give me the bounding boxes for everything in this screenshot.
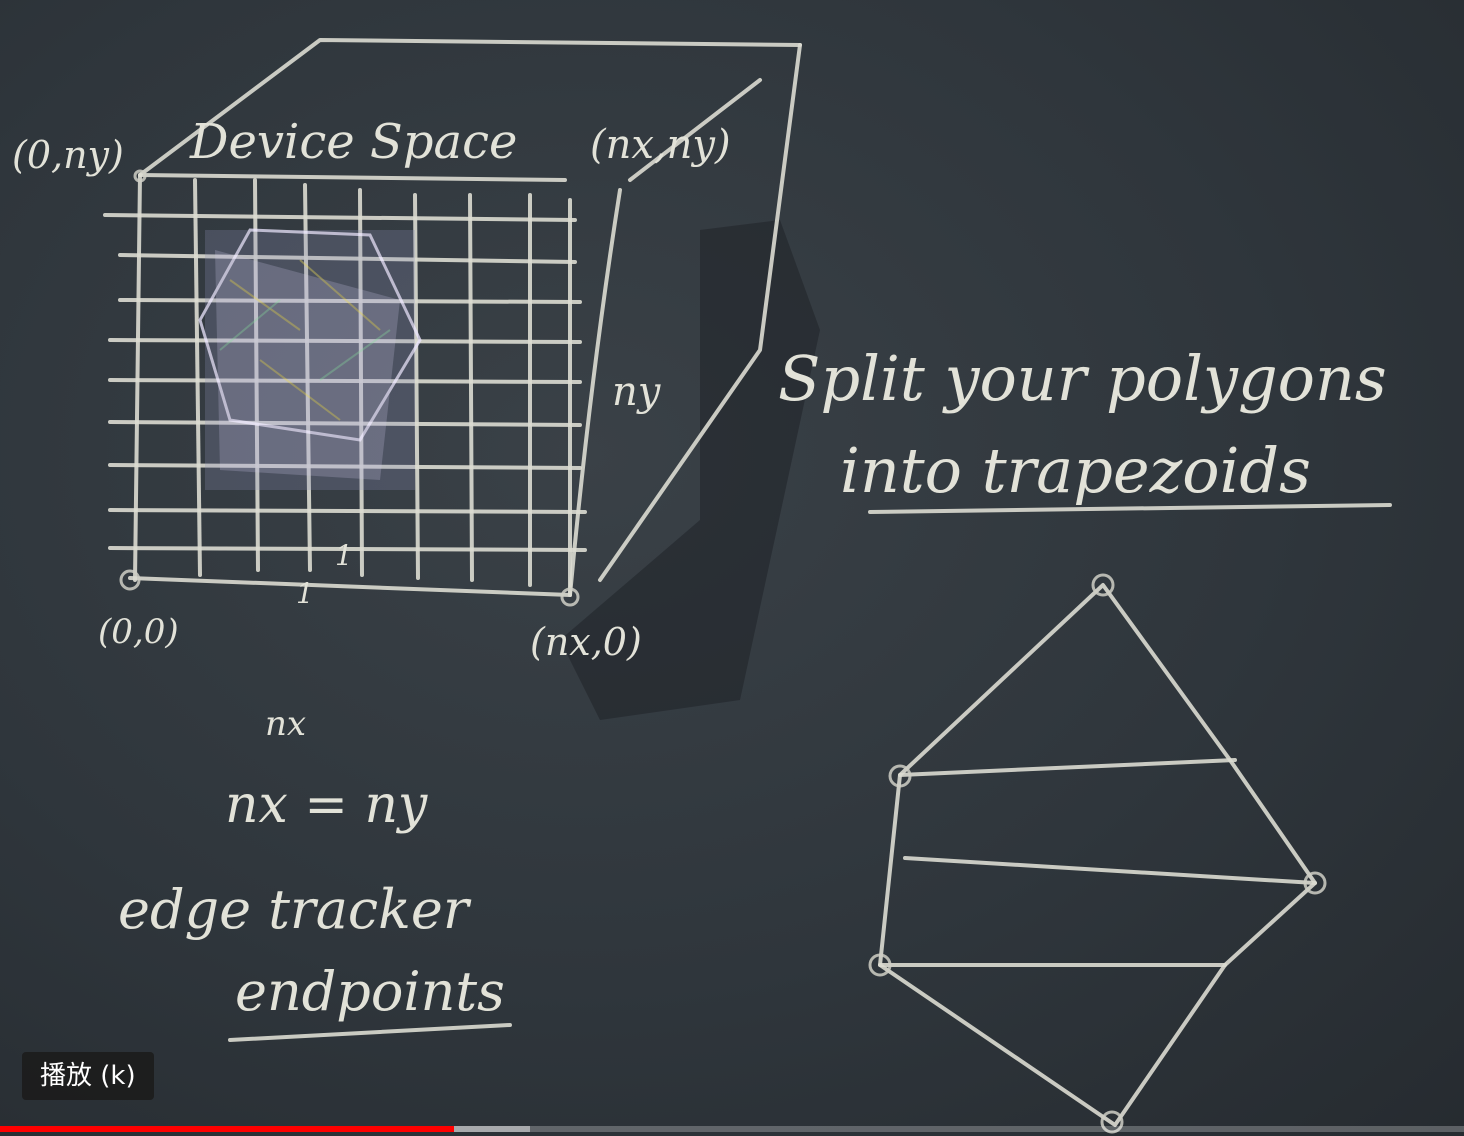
box-top-edge: [138, 38, 802, 177]
vertex-top: [1091, 573, 1115, 597]
play-tooltip: 播放 (k): [22, 1052, 154, 1100]
grid-row-5: [108, 378, 582, 384]
progress-played: [0, 1126, 454, 1132]
progress-bar[interactable]: [0, 1126, 1464, 1132]
vertex-right: [1303, 871, 1327, 895]
corner-point-top-left: [133, 169, 147, 183]
device-grid: [103, 173, 587, 597]
box-back-diagonal: [628, 78, 762, 182]
axis-tick-y: 1: [335, 539, 353, 572]
note-line-2: endpoints: [235, 960, 505, 1023]
vertex-left-upper: [888, 764, 912, 788]
corner-label-top-left: (0,ny): [12, 133, 124, 177]
corner-label-bottom-left: (0,0): [98, 612, 179, 652]
box-side-curve: [568, 188, 622, 597]
heading-underline: [868, 503, 1392, 514]
vertex-left-lower: [868, 953, 892, 977]
board-title: Device Space: [189, 114, 517, 170]
note-underline: [228, 1023, 512, 1042]
corner-label-bottom-right: (nx,0): [530, 620, 642, 664]
trapezoid-diagram: [868, 573, 1327, 1134]
heading-line-2: into trapezoids: [840, 434, 1311, 507]
origin-point: [119, 569, 141, 591]
axis-tick-x: 1: [296, 577, 314, 610]
label-nx: nx: [265, 704, 306, 744]
vertex-bottom: [1100, 1110, 1124, 1134]
rasterized-polygon: [198, 228, 422, 490]
note-line-1: edge tracker: [118, 878, 472, 941]
corner-label-top-right: (nx,ny): [590, 122, 731, 168]
heading-line-1: Split your polygons: [778, 342, 1387, 415]
corner-point-bottom-right: [560, 587, 580, 607]
box-right-edge: [598, 43, 802, 582]
side-label-ny: ny: [612, 369, 662, 415]
equation: nx = ny: [225, 775, 428, 835]
